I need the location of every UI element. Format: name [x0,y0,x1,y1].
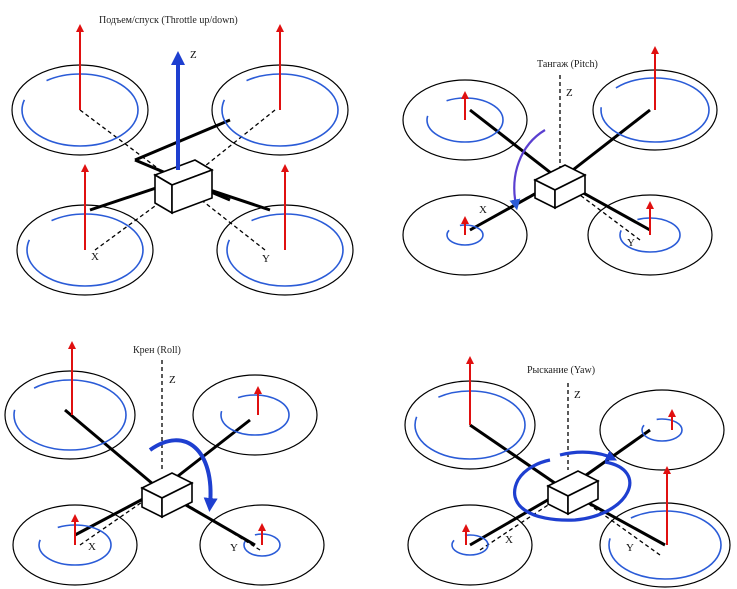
rotor-rear-left: X [407,504,533,586]
drone-body [153,159,214,215]
axis-x-label: X [505,534,513,546]
axis-z-label: Z [190,49,197,61]
panel-title: Рыскание (Yaw) [527,365,595,376]
rotor-front-left [11,24,149,156]
rotor-front-right [192,374,318,456]
rotor-front-right [211,24,349,156]
panel-title: Тангаж (Pitch) [537,59,598,70]
axis-x-label: X [91,251,99,263]
rotor-front-left [404,356,536,470]
axis-z-label: Z [566,87,573,99]
axis-z-label: Z [169,374,176,386]
drone-body [140,472,194,519]
rotor-rear-right: Y [216,164,354,296]
panel-throttle: Подъем/спуск (Throttle up/down) [11,15,354,296]
yaw-ring [512,458,632,522]
panel-title: Подъем/спуск (Throttle up/down) [99,15,238,26]
panel-pitch: Тангаж (Pitch) Z X [402,46,718,276]
axis-z-label: Z [574,389,581,401]
panel-yaw: Рыскание (Yaw) Z X [404,356,731,588]
rotor-rear-left: X [12,504,138,586]
axis-y-label: Y [230,542,238,554]
axis-x-label: X [88,541,96,553]
rotor-rear-right: Y [587,194,713,276]
drone-body [533,164,587,210]
axis-y-label: Y [262,253,270,265]
drone-body [546,470,600,516]
rotor-rear-left: X [16,164,154,296]
rotor-rear-right: Y [199,504,325,586]
rotor-rear-left: X [402,194,528,276]
axis-y-label: Y [626,542,634,554]
rotor-front-right [592,46,718,151]
panel-title: Крен (Roll) [133,345,181,356]
rotor-front-left [402,79,528,161]
axis-x-label: X [479,204,487,216]
rotor-front-left [4,341,136,460]
roll-rotation-arrow [148,438,218,512]
yaw-rotation-arrow [559,450,618,461]
panel-roll: Крен (Roll) Z X [4,341,325,586]
rotor-rear-right: Y [599,466,731,588]
pitch-rotation-arrow [509,129,546,211]
rotor-front-right [599,389,725,471]
axis-y-label: Y [627,237,635,249]
